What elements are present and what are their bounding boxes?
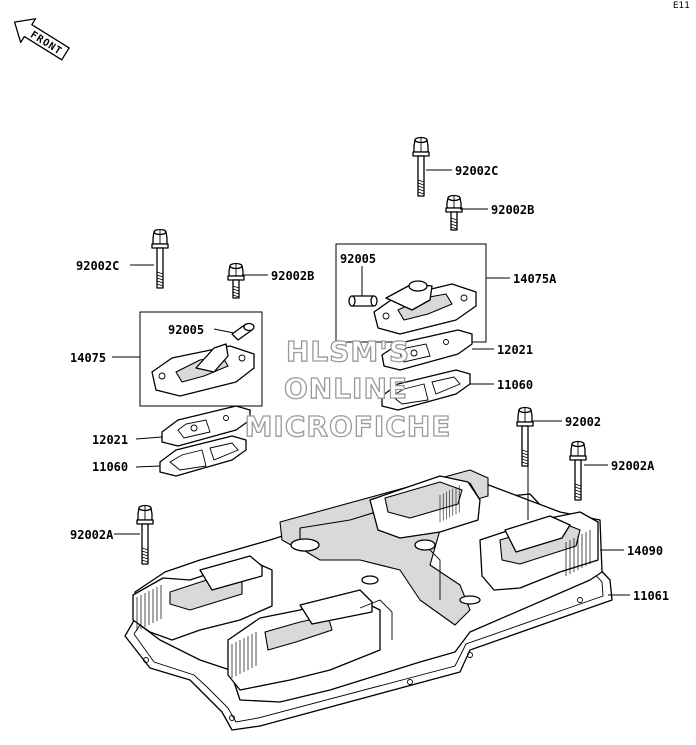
leader-lines	[112, 169, 630, 596]
bolt-92002C-left	[151, 228, 169, 289]
callout-12021-left: 12021	[92, 433, 128, 447]
bolt-92002C-right	[412, 136, 430, 197]
bolt-92002B-right	[445, 194, 463, 231]
callout-11061: 11061	[633, 589, 669, 603]
gasket-11060-left	[159, 435, 247, 477]
bolt-92002A-right	[569, 440, 587, 501]
front-arrow-icon: FRONT	[13, 18, 70, 61]
diagram-code: E11	[673, 1, 690, 11]
watermark-line1: HLSM'S	[286, 335, 410, 368]
cover-14075	[151, 343, 255, 397]
watermark-line2: ONLINE	[284, 372, 408, 405]
callout-92002C-right: 92002C	[455, 164, 498, 178]
callout-14075A: 14075A	[513, 272, 557, 286]
assembly-box-14075	[139, 311, 263, 407]
callout-92005-left: 92005	[168, 323, 204, 337]
bolt-92002B-left	[227, 262, 245, 299]
callout-92002C-left: 92002C	[76, 259, 119, 273]
gasket-12021-right	[381, 329, 473, 371]
callout-92002A-left: 92002A	[70, 528, 114, 542]
cover-14090	[132, 469, 603, 703]
bolt-92002	[516, 406, 534, 467]
cap-92005-left	[231, 322, 255, 341]
callout-92005-right: 92005	[340, 252, 376, 266]
gasket-12021-left	[161, 405, 251, 447]
callout-14090: 14090	[627, 544, 663, 558]
bolt-92002A-left	[136, 504, 154, 565]
callout-12021-right: 12021	[497, 343, 533, 357]
callout-92002A-right: 92002A	[611, 459, 655, 473]
callout-92002: 92002	[565, 415, 601, 429]
watermark-line3: MICROFICHE	[245, 410, 452, 443]
callout-11060-left: 11060	[92, 460, 128, 474]
cap-92005-right	[348, 295, 378, 307]
callout-92002B-right: 92002B	[491, 203, 534, 217]
callout-14075: 14075	[70, 351, 106, 365]
cover-14075A	[373, 280, 477, 335]
callout-11060-right: 11060	[497, 378, 533, 392]
callout-92002B-left: 92002B	[271, 269, 314, 283]
